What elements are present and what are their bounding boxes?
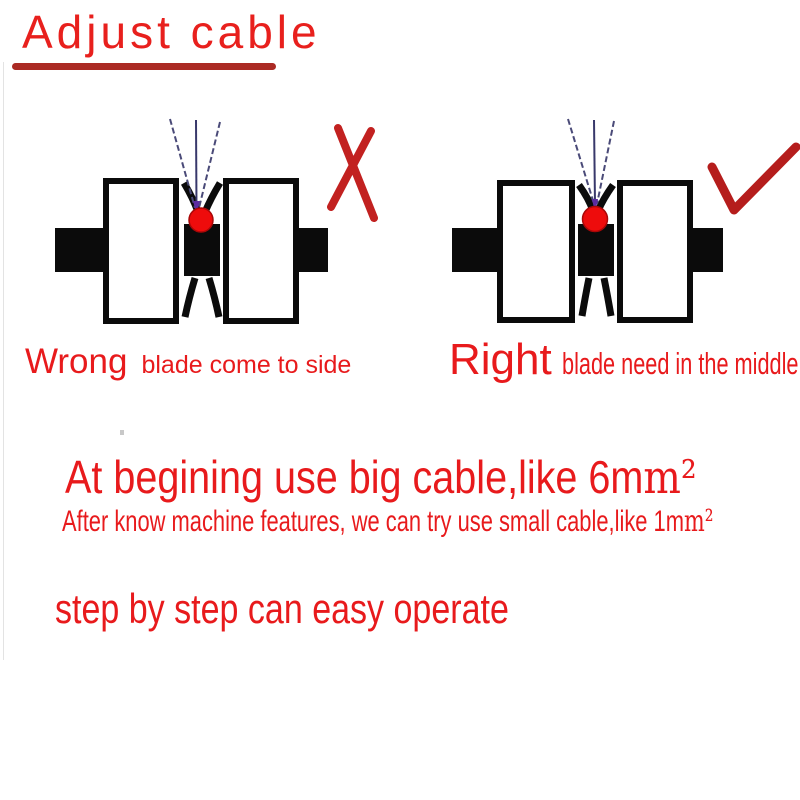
right-shaft xyxy=(693,228,723,272)
blade-line-right xyxy=(596,120,615,205)
wrong-roller-diagram xyxy=(55,118,378,324)
cross-mark-icon xyxy=(327,124,378,222)
right-roller-diagram xyxy=(452,118,800,323)
right-caption-text: blade need in the middle xyxy=(561,346,799,381)
right-flange xyxy=(223,178,299,324)
note-small-cable: After know machine features, we can try … xyxy=(62,505,800,538)
wrong-label: Wrong xyxy=(25,342,128,381)
cross-stroke-1 xyxy=(334,124,378,222)
groove-wall-bottom-left xyxy=(578,277,593,317)
hub xyxy=(578,224,614,276)
note-big-cable: At begining use big cable,like 6mm² xyxy=(65,452,800,503)
wrong-caption: Wrong blade come to side xyxy=(25,342,352,381)
page-edge-line xyxy=(3,62,4,660)
blade-guide-lines-wrong xyxy=(169,118,221,214)
cable-cross-section xyxy=(581,205,609,233)
check-mark-icon xyxy=(707,142,800,215)
blade-line-center xyxy=(593,119,596,205)
note-step-by-step-text: step by step can easy operate xyxy=(55,585,509,632)
groove-wall-bottom-right xyxy=(600,277,615,317)
note-big-cable-text: At begining use big cable,like 6m xyxy=(65,451,644,503)
square-mm-unit: m² xyxy=(643,450,697,504)
cable-cross-section xyxy=(188,207,214,233)
blade-line-left xyxy=(567,118,595,205)
right-flange xyxy=(617,180,693,323)
groove-wall-bottom-left xyxy=(181,276,199,318)
note-small-cable-text: After know machine features, we can try … xyxy=(62,505,684,538)
note-step-by-step: step by step can easy operate xyxy=(55,585,615,632)
left-shaft xyxy=(452,228,500,272)
stray-dot-artifact xyxy=(120,430,124,435)
groove-wall-top-right xyxy=(201,181,224,214)
groove-wall-bottom-right xyxy=(205,276,223,318)
roller-assembly-wrong xyxy=(55,178,328,324)
left-shaft xyxy=(55,228,105,272)
cross-stroke-2 xyxy=(327,127,375,211)
left-flange xyxy=(497,180,575,323)
blade-tip-icon xyxy=(193,201,200,214)
blade-line-center xyxy=(195,119,198,209)
right-caption: Right blade need in the middle xyxy=(449,335,800,384)
wrong-caption-text: blade come to side xyxy=(141,351,352,379)
left-flange xyxy=(103,178,179,324)
page-title: Adjust cable xyxy=(22,6,321,58)
blade-line-right xyxy=(198,121,221,209)
right-label: Right xyxy=(449,335,552,384)
square-mm-unit: m² xyxy=(683,504,714,539)
blade-line-left xyxy=(169,118,196,209)
roller-assembly-right xyxy=(452,180,723,323)
title-underline xyxy=(12,63,276,70)
right-shaft xyxy=(299,228,328,272)
